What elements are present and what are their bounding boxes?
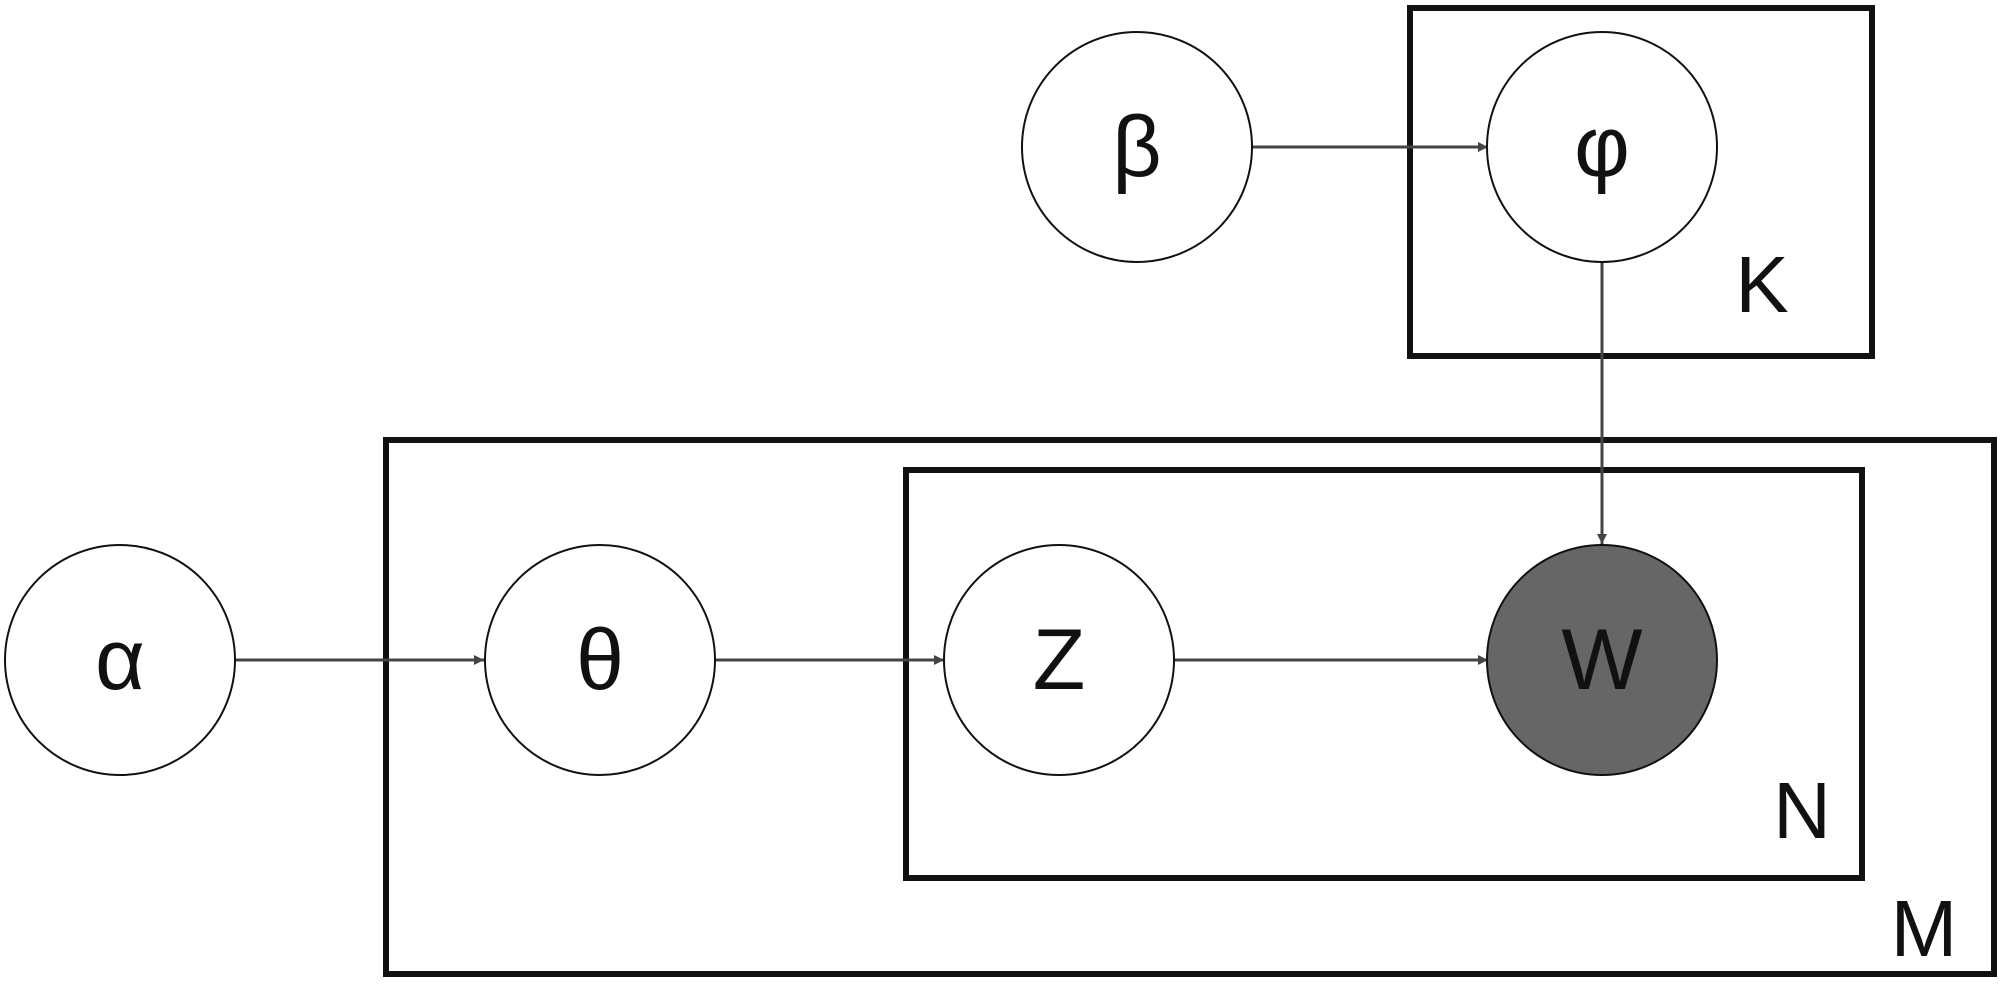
plate-n <box>903 467 1865 881</box>
node-alpha-label: α <box>95 612 145 708</box>
plate-m-label: M <box>1891 884 1958 973</box>
node-phi: φ <box>1486 31 1718 263</box>
node-theta-label: θ <box>576 612 624 708</box>
node-w: W <box>1486 544 1718 776</box>
plate-m <box>383 437 1997 977</box>
plate-k <box>1407 5 1875 359</box>
node-z-label: Z <box>1033 612 1086 708</box>
node-theta: θ <box>484 544 716 776</box>
plate-n-label: N <box>1773 766 1831 855</box>
node-z: Z <box>943 544 1175 776</box>
node-phi-label: φ <box>1574 99 1630 195</box>
plate-k-label: K <box>1735 240 1788 329</box>
node-alpha: α <box>4 544 236 776</box>
node-w-label: W <box>1561 612 1642 708</box>
node-beta: β <box>1021 31 1253 263</box>
node-beta-label: β <box>1112 99 1161 195</box>
